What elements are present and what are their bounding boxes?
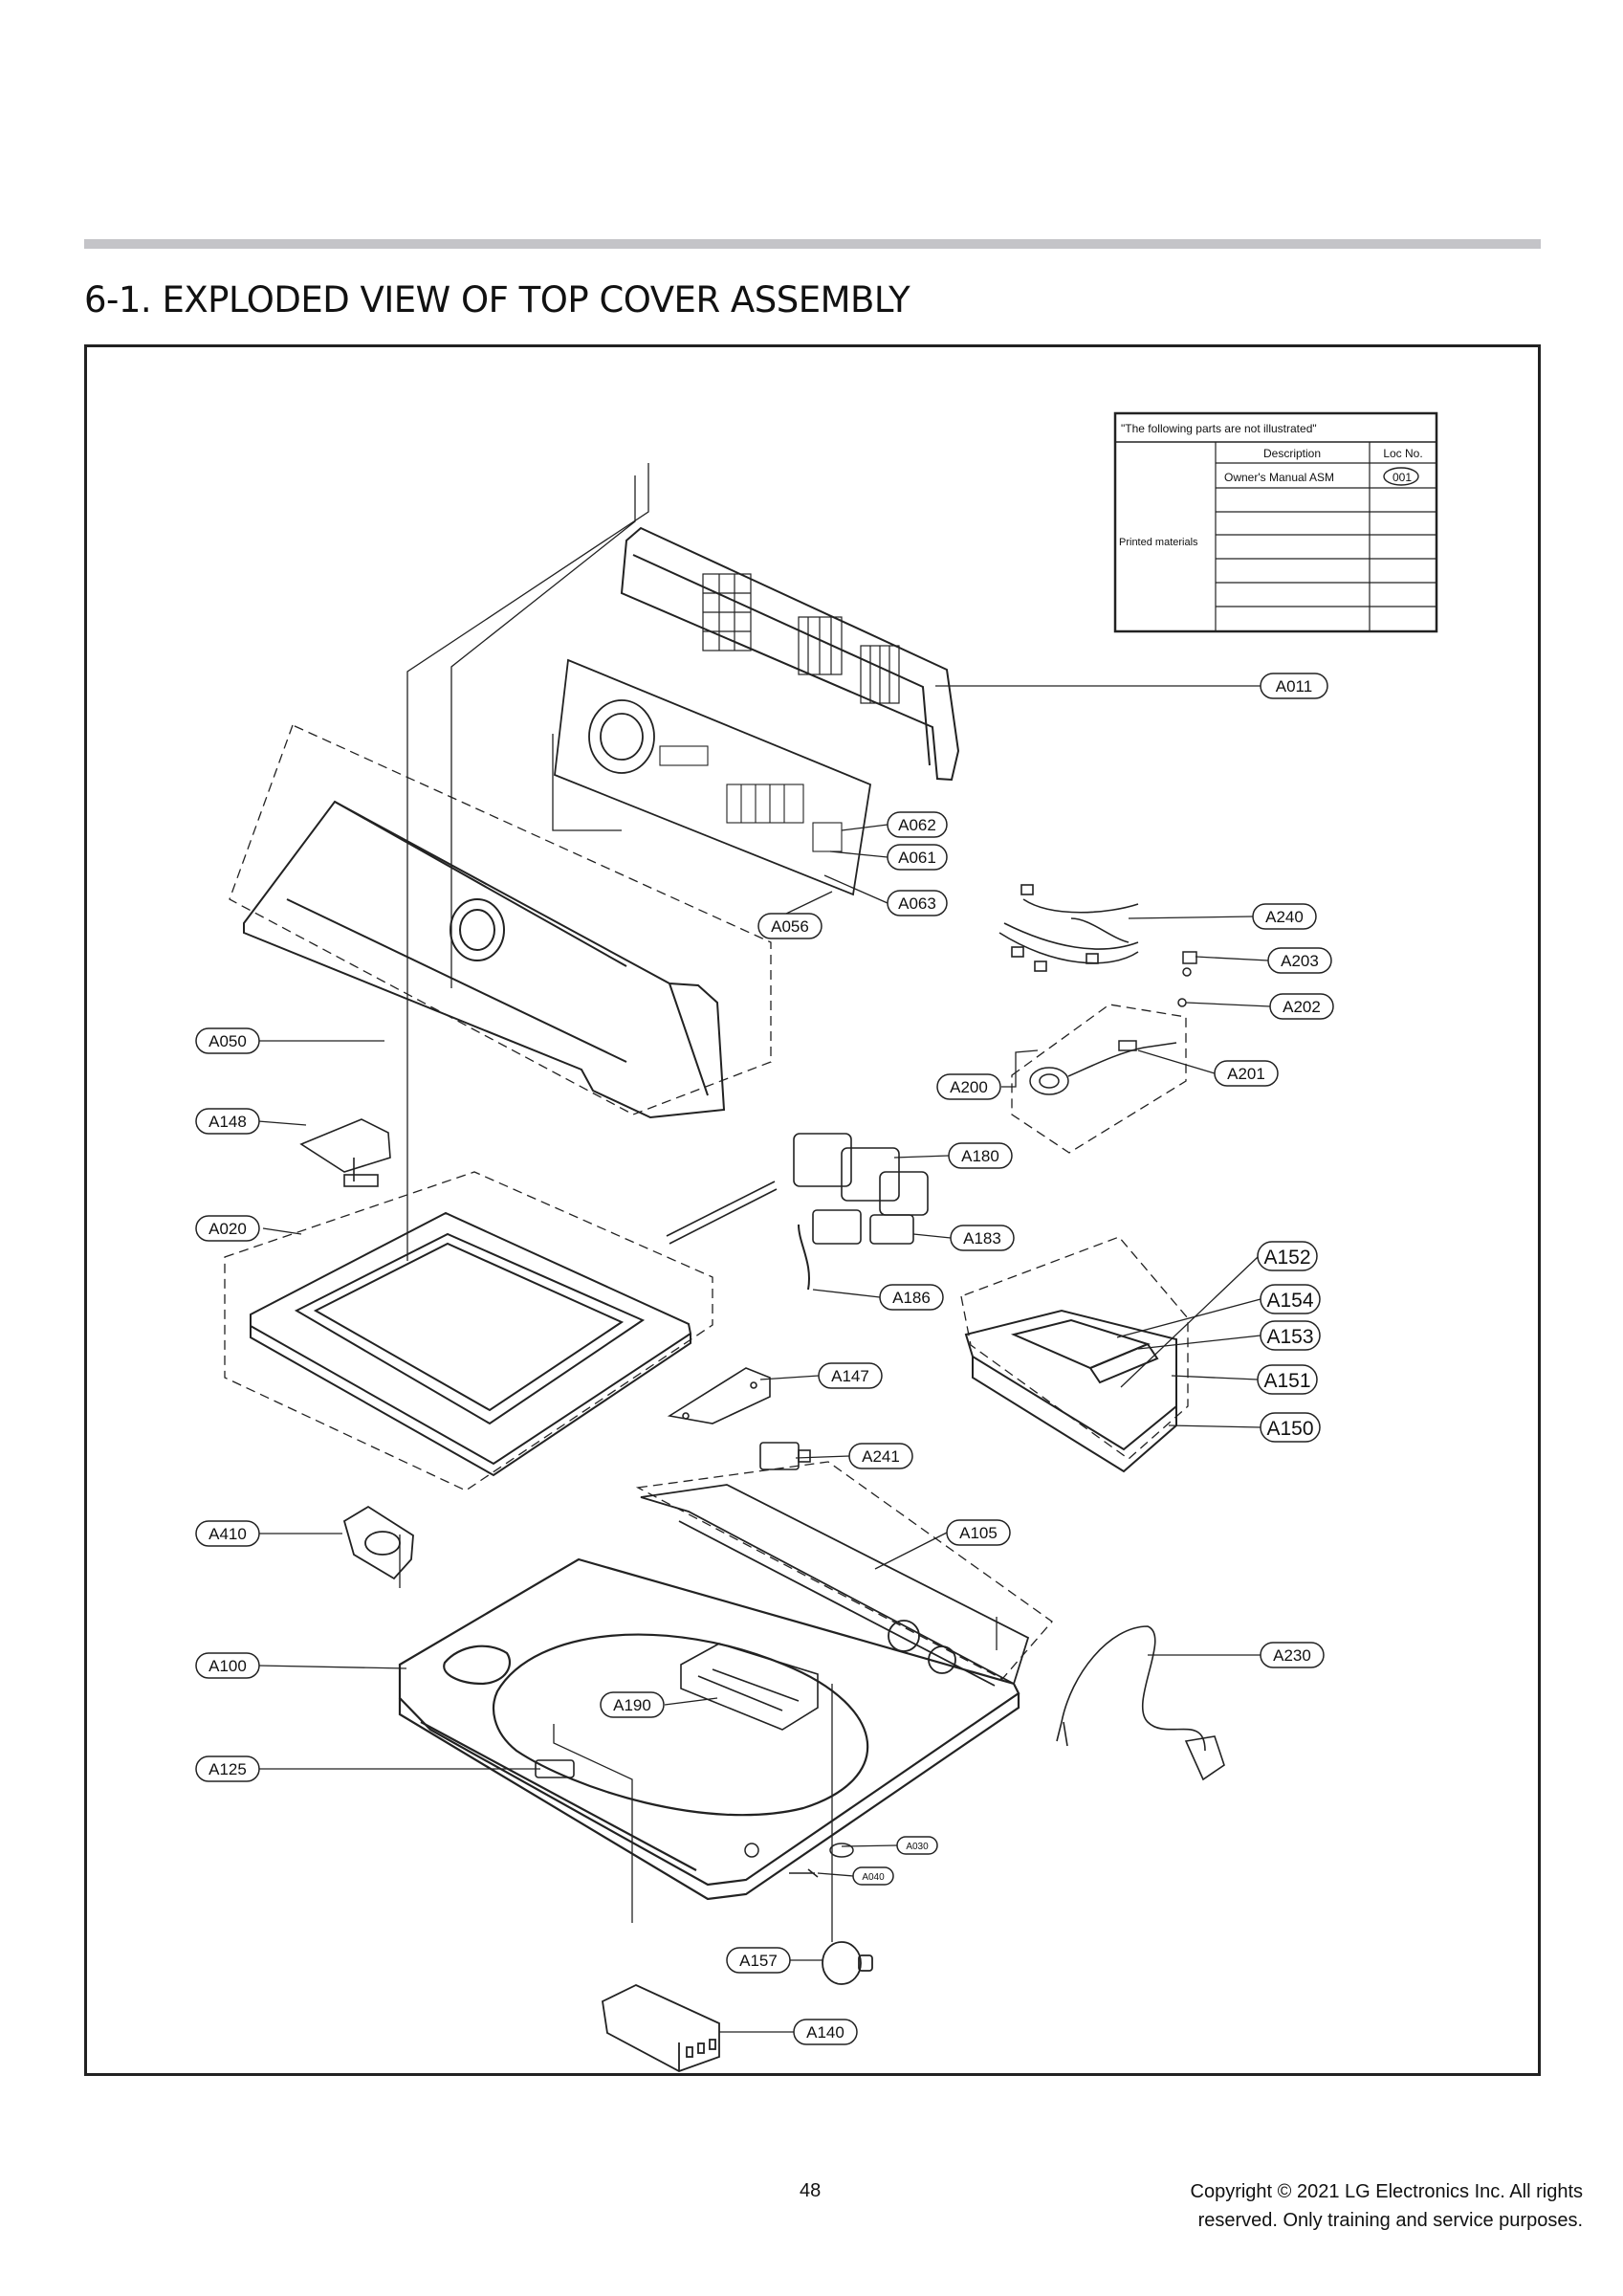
callout-a062: A062: [898, 816, 936, 834]
callout-a153: A153: [1266, 1326, 1313, 1348]
callout-a240: A240: [1265, 908, 1304, 926]
copyright-notice: Copyright © 2021 LG Electronics Inc. All…: [1009, 2177, 1583, 2235]
callout-a150: A150: [1266, 1418, 1313, 1440]
callout-a190: A190: [613, 1696, 651, 1714]
callout-a020: A020: [208, 1220, 247, 1238]
part-a140-lid-lock: [602, 1984, 720, 2072]
part-a240-harness: [998, 884, 1139, 972]
callout-a410: A410: [208, 1525, 247, 1543]
part-a180-valve: [666, 1133, 929, 1245]
part-a020-lid: [250, 1211, 692, 1477]
parts-table: [1113, 411, 1438, 633]
dashed-outlines: [224, 724, 1189, 1680]
callout-a105: A105: [959, 1524, 998, 1542]
part-a150-dispenser: [964, 1309, 1177, 1473]
parts-table-col-description: Description: [1263, 447, 1321, 460]
callout-a152: A152: [1263, 1247, 1310, 1269]
callout-a186: A186: [892, 1289, 931, 1307]
part-a186-hose: [798, 1224, 810, 1291]
callout-a230: A230: [1273, 1646, 1311, 1665]
callout-a050: A050: [208, 1032, 247, 1050]
copyright-line-2: reserved. Only training and service purp…: [1197, 2210, 1583, 2231]
callout-a183: A183: [963, 1229, 1001, 1247]
callout-a056: A056: [771, 917, 809, 936]
parts-table-heading: "The following parts are not illustrated…: [1121, 422, 1317, 435]
part-a230-power-cord: [1056, 1625, 1225, 1781]
callout-a151: A151: [1263, 1370, 1310, 1392]
callout-a061: A061: [898, 849, 936, 867]
diagram-frame: [84, 344, 1541, 2076]
part-a030-a040-hinge: [744, 1843, 854, 1878]
part-a190-filter: [680, 1643, 819, 1731]
assembly-guide-lines: [399, 463, 998, 1923]
callout-a154: A154: [1266, 1290, 1313, 1312]
callout-a011: A011: [1276, 677, 1312, 695]
callout-a100: A100: [208, 1657, 247, 1675]
part-a183-bracket: [812, 1209, 914, 1245]
callout-a202: A202: [1283, 998, 1321, 1016]
part-a410-lid-cap: [342, 1505, 414, 1580]
part-a241-switch: [759, 1442, 811, 1470]
top-rule: [84, 239, 1541, 249]
callout-a180: A180: [961, 1147, 999, 1165]
page-number: 48: [800, 2180, 822, 2201]
part-a011-rear-panel: [620, 526, 960, 782]
part-a148-bracket: [299, 1118, 391, 1187]
callout-a125: A125: [208, 1760, 247, 1778]
callout-a063: A063: [898, 894, 936, 913]
part-a100-top-cover: [398, 1557, 1020, 1901]
callout-a157: A157: [739, 1952, 778, 1970]
callout-a148: A148: [208, 1113, 247, 1131]
leader-lines: [257, 685, 1271, 2033]
callout-a140: A140: [806, 2023, 844, 2042]
callout-a147: A147: [831, 1367, 869, 1385]
exploded-view-diagram: "The following parts are not illustrated…: [195, 411, 1438, 2072]
page-title: 6-1. EXPLODED VIEW OF TOP COVER ASSEMBLY: [84, 279, 910, 320]
part-a125-latch: [535, 1759, 575, 1778]
callout-bubbles: [195, 673, 1334, 2045]
part-a062-control-board: [554, 658, 871, 896]
part-a050-control-panel: [243, 800, 726, 1119]
callout-a241: A241: [862, 1447, 900, 1466]
copyright-line-1: Copyright © 2021 LG Electronics Inc. All…: [1190, 2181, 1583, 2202]
callout-a201: A201: [1227, 1065, 1265, 1083]
callout-a040: A040: [862, 1872, 885, 1883]
callout-a203: A203: [1281, 952, 1319, 970]
part-a201-a200-sensor: [1029, 998, 1187, 1095]
part-a203-connector: [1182, 951, 1197, 977]
parts-table-col-loc: Loc No.: [1383, 447, 1422, 460]
part-a157-knob: [822, 1941, 873, 1985]
callout-a200: A200: [950, 1078, 988, 1096]
parts-table-row-loc: 001: [1393, 471, 1412, 484]
part-a147-bracket: [667, 1367, 771, 1424]
callout-a030: A030: [906, 1842, 929, 1852]
parts-table-category: Printed materials: [1119, 537, 1198, 548]
parts-table-row-description: Owner's Manual ASM: [1224, 471, 1334, 484]
